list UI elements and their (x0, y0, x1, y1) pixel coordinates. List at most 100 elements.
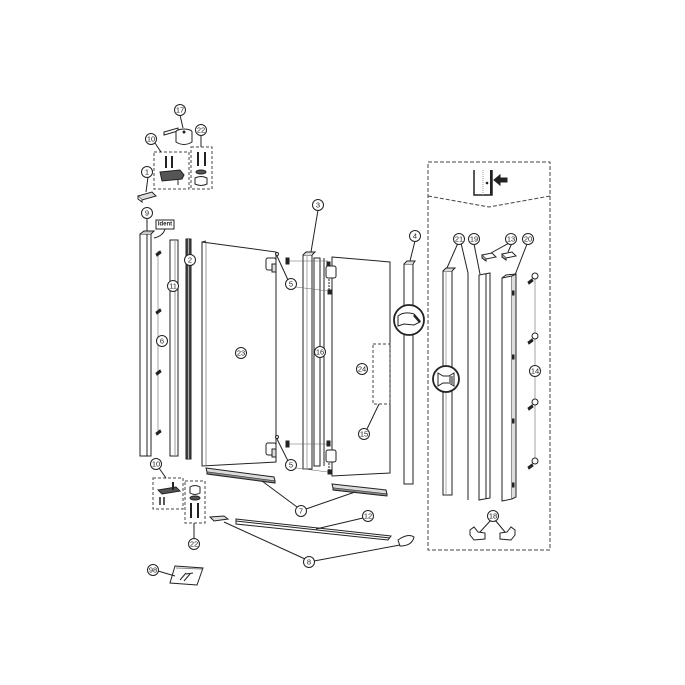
callout-11: 11 (167, 280, 179, 292)
orientation-icon (473, 170, 508, 196)
leader-98 (157, 570, 176, 577)
callout-10-bottom: 10 (150, 458, 162, 470)
callout-label: 16 (316, 348, 324, 357)
callout-3: 3 (312, 199, 324, 211)
small-parts-bag-part-98 (169, 565, 204, 586)
callout-label: 18 (489, 512, 497, 521)
alternative-set-dashed-frame (427, 161, 551, 551)
callout-5-top: 5 (285, 278, 297, 290)
callout-label: 1 (145, 168, 149, 177)
callout-label: 4 (413, 232, 417, 241)
leader-5b-2 (295, 467, 329, 473)
ident-label: Ident (158, 222, 172, 228)
leader-10-bottom (158, 467, 167, 479)
profile-part-20 (501, 273, 517, 502)
threshold-part-12 (235, 518, 392, 541)
callout-21: 21 (453, 233, 465, 245)
profile-part-19 (478, 272, 491, 501)
leader-12 (315, 517, 364, 530)
callout-15: 15 (358, 428, 370, 440)
wall-profile-part-9 (139, 230, 156, 457)
callout-label: 22 (197, 126, 205, 135)
callout-13: 13 (505, 233, 517, 245)
callout-14: 14 (529, 365, 541, 377)
hinge-kit-box-part-10-top (153, 151, 190, 190)
callout-label: 8 (307, 558, 311, 567)
leader-5a-2 (295, 286, 329, 292)
callout-label: 19 (470, 235, 478, 244)
ident-tag (153, 219, 175, 239)
callout-10-top: 10 (145, 133, 157, 145)
callout-98: 98 (147, 564, 159, 576)
leader-21-b (460, 242, 469, 274)
leader-18-a (479, 519, 492, 533)
callout-9: 9 (141, 207, 153, 219)
callout-22-top: 22 (195, 124, 207, 136)
callout-label: 7 (299, 507, 303, 516)
leader-20 (514, 243, 528, 276)
fixing-kit-box-part-22-top (190, 146, 213, 190)
handle-cap-part-17 (163, 127, 193, 145)
hinge-kit-box-part-10-bottom (152, 477, 184, 510)
callout-label: 10 (147, 135, 155, 144)
callout-layer: 17 10 22 1 9 2 11 6 23 3 5 16 24 15 5 4 … (141, 104, 541, 576)
callout-5-bottom: 5 (285, 459, 297, 471)
fixing-kit-box-part-22-bottom (184, 480, 206, 524)
callout-8: 8 (303, 556, 315, 568)
bottom-seal-part-7-left (205, 467, 276, 484)
leader-5a-1 (276, 255, 289, 281)
callout-label: 5 (289, 280, 293, 289)
callout-label: 98 (149, 566, 157, 575)
leader-8-right (313, 544, 401, 562)
bottom-seal-part-7-right (331, 483, 388, 497)
callout-label: 2 (188, 256, 192, 265)
leader-7-left (261, 480, 298, 508)
leader-13-a (490, 242, 510, 254)
callout-label: 6 (160, 337, 164, 346)
callout-23: 23 (235, 347, 247, 359)
caps-part-13 (480, 251, 518, 262)
leader-8-left (223, 521, 306, 560)
leader-17 (179, 114, 184, 129)
callout-label: 14 (531, 367, 539, 376)
callout-16: 16 (314, 346, 326, 358)
callout-19: 19 (468, 233, 480, 245)
callout-24: 24 (356, 363, 368, 375)
leader-15 (366, 403, 380, 430)
callout-label: 10 (152, 460, 160, 469)
profile-4-detail-magnifier (393, 304, 425, 336)
leader-5b-1 (276, 438, 289, 462)
screws-part-14 (527, 272, 539, 470)
end-cap-part-1 (137, 191, 157, 203)
callout-7: 7 (295, 505, 307, 517)
leader-21-a (446, 242, 459, 269)
callout-6: 6 (156, 335, 168, 347)
leader-7-right (305, 491, 356, 510)
callout-label: 12 (364, 512, 372, 521)
callout-label: 24 (358, 365, 366, 374)
end-caps-part-18 (469, 526, 516, 541)
callout-label: 21 (455, 235, 463, 244)
leader-10-top (154, 142, 162, 153)
callout-label: 13 (507, 235, 515, 244)
callout-label: 17 (176, 106, 184, 115)
callout-18: 18 (487, 510, 499, 522)
callout-label: 9 (145, 209, 149, 218)
leader-3 (310, 209, 319, 253)
callout-label: 20 (524, 235, 532, 244)
callout-4: 4 (409, 230, 421, 242)
profile-part-11 (169, 239, 179, 457)
profile-21-detail-magnifier (432, 365, 460, 393)
callout-label: 22 (190, 540, 198, 549)
callout-label: 23 (237, 349, 245, 358)
callout-2: 2 (184, 254, 196, 266)
leader-18-b (494, 519, 506, 533)
callout-12: 12 (362, 510, 374, 522)
callout-20: 20 (522, 233, 534, 245)
threshold-end-caps-part-8 (208, 515, 415, 547)
seal-strip-part-2 (185, 238, 192, 460)
callout-1: 1 (141, 166, 153, 178)
callout-label: 5 (289, 461, 293, 470)
center-profile-part-3 (302, 251, 325, 470)
